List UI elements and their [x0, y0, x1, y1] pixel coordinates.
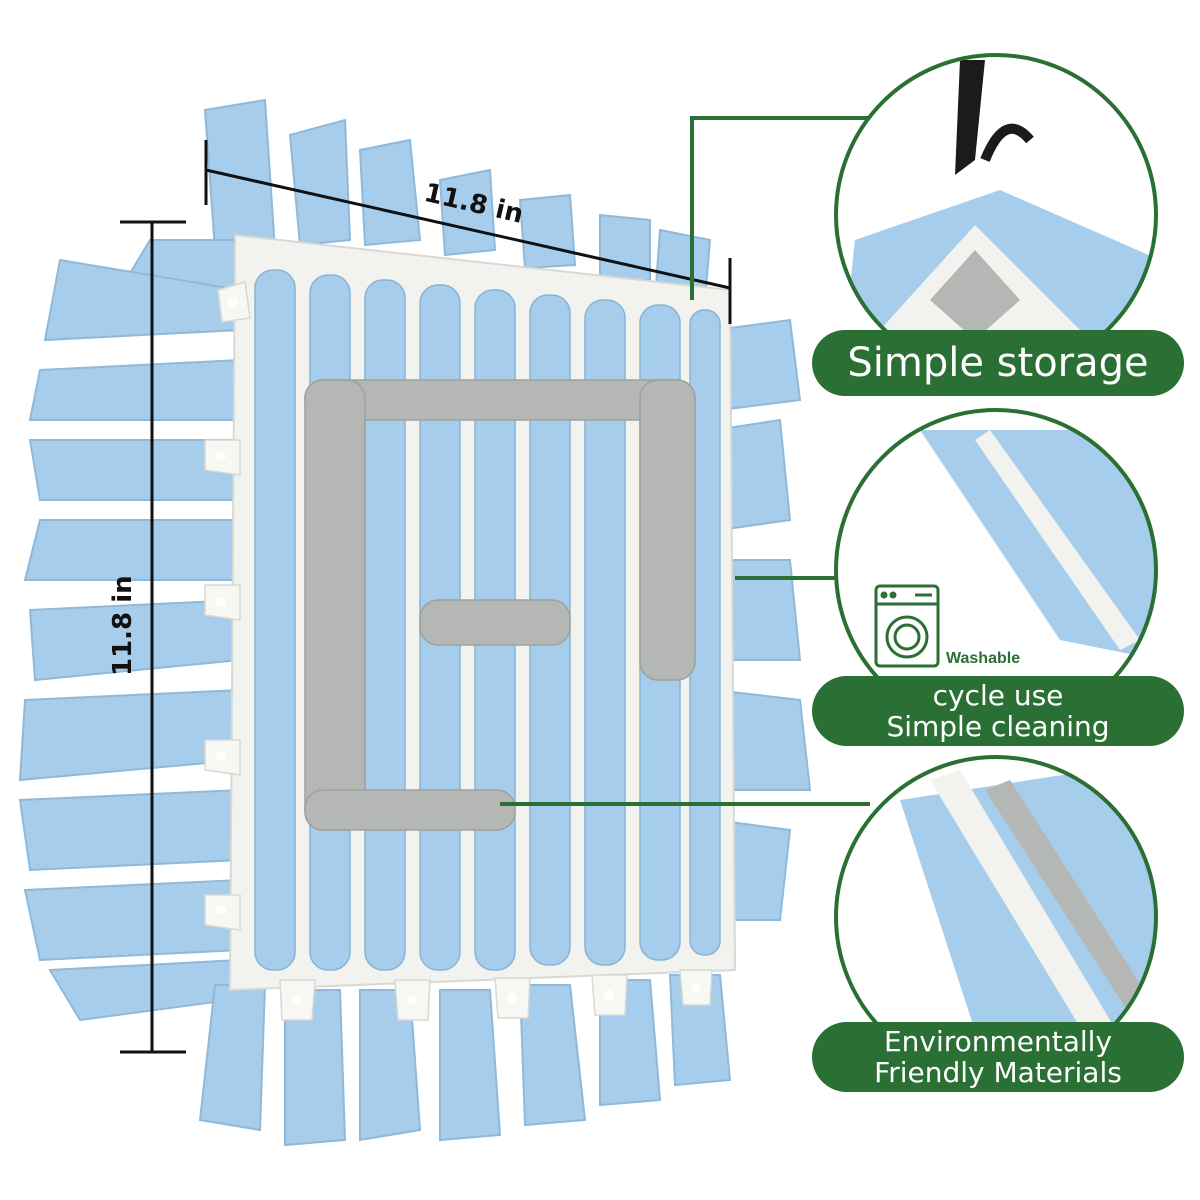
cycle-use-badge: cycle use Simple cleaning	[812, 676, 1184, 746]
eco-materials-badge: Environmentally Friendly Materials	[812, 1022, 1184, 1092]
washing-machine-icon	[874, 584, 940, 668]
dimension-lines	[120, 140, 732, 1054]
fleece-fringe	[18, 98, 812, 1147]
simple-storage-badge: Simple storage	[812, 330, 1184, 396]
height-dimension-label: 11.8 in	[108, 575, 138, 676]
badge-text-line-1: Environmentally	[883, 1025, 1113, 1058]
badge-text-line-2: Simple cleaning	[886, 710, 1110, 743]
snuffle-mat-grid	[204, 233, 737, 1021]
callout-connectors	[500, 116, 882, 806]
badge-text-line-2: Friendly Materials	[874, 1056, 1122, 1089]
badge-text: Simple storage	[847, 340, 1149, 386]
washable-icon-label: Washable	[946, 650, 1021, 667]
badge-text-line-1: cycle use	[932, 679, 1064, 712]
